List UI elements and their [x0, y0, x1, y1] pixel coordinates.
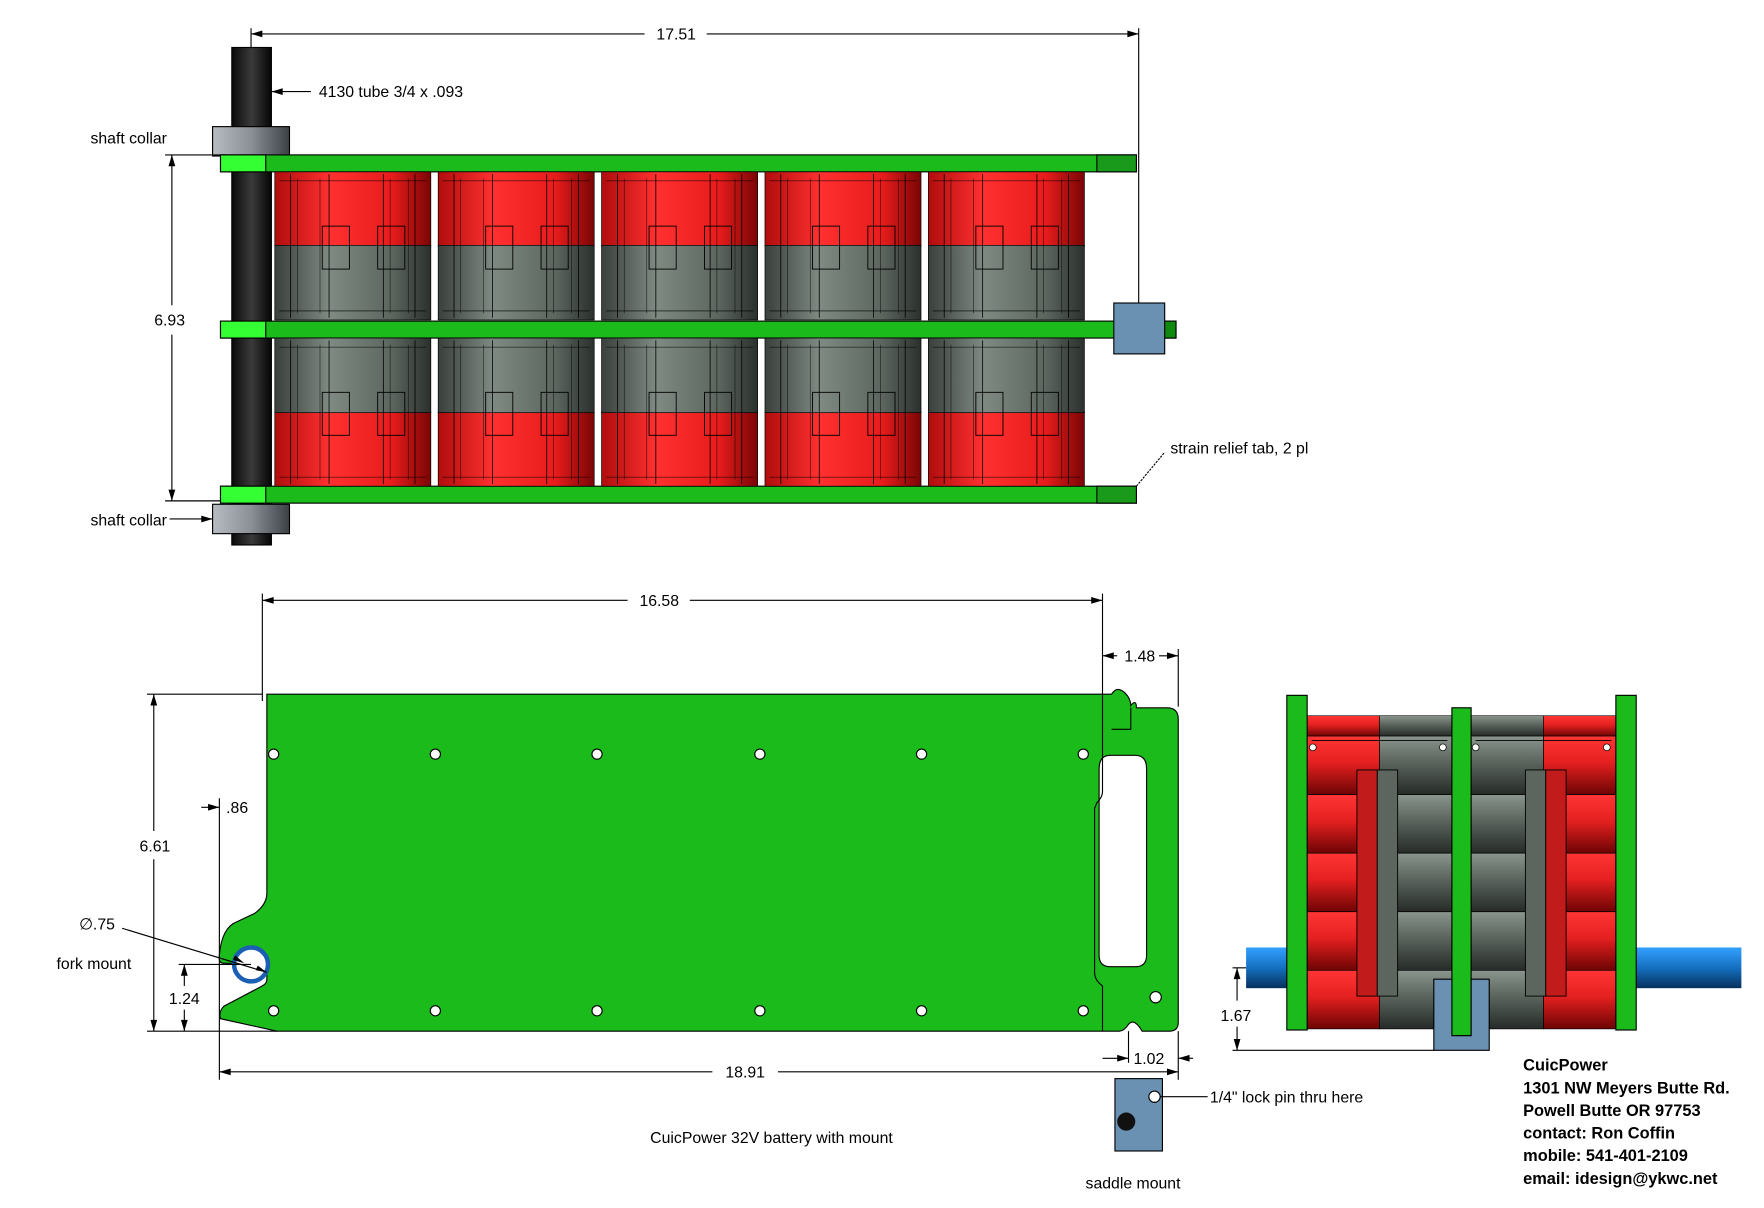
mounting-hole [915, 748, 928, 760]
cell-module [928, 171, 1085, 321]
dim-6-93: 6.93 [154, 313, 185, 330]
cell-module [274, 171, 432, 321]
axle-right [1635, 947, 1742, 989]
dim-18-91: 18.91 [725, 1064, 765, 1081]
dim-1-24: 1.24 [169, 991, 200, 1008]
tube-label: 4130 tube 3/4 x .093 [319, 84, 463, 101]
end-plate-right [1615, 694, 1637, 1031]
saddle-mount-label: saddle mount [1086, 1175, 1182, 1192]
dimension-overall-length-top: 17.51 [250, 27, 1140, 328]
dimension-plate-length: 16.58 [261, 593, 1104, 701]
dimension-fork-height: 1.24 [169, 963, 252, 1032]
contact-block: CuicPower 1301 NW Meyers Butte Rd. Powel… [1523, 1057, 1730, 1188]
saddle-bore [1117, 1112, 1136, 1131]
saddle-mount: 1/4" lock pin thru here saddle mount [1086, 1078, 1363, 1192]
mounting-hole [591, 748, 603, 760]
dim-16-58: 16.58 [639, 593, 679, 610]
contact-name: contact: Ron Coffin [1523, 1125, 1675, 1143]
bottom-plate [219, 485, 1137, 504]
dimension-lock-pin: 1.02 [1102, 1031, 1193, 1068]
shaft-collar-bottom [212, 503, 291, 535]
strain-relief-callout: strain relief tab, 2 pl [1135, 440, 1308, 487]
cell-module [764, 171, 922, 321]
shaft-collar-top-label: shaft collar [90, 131, 166, 148]
top-plate [219, 154, 1137, 173]
city-line: Powell Butte OR 97753 [1523, 1102, 1700, 1120]
mounting-hole [429, 1005, 441, 1017]
mounting-hole [429, 748, 441, 760]
caption: CuicPower 32V battery with mount [650, 1130, 893, 1147]
dimension-notch: .86 [201, 798, 248, 1080]
dimension-height-side: 6.61 [140, 693, 278, 1032]
mobile-number: mobile: 541-401-2109 [1523, 1147, 1688, 1165]
shaft-collar-top [212, 126, 291, 157]
cell-modules-top-view [274, 171, 1085, 487]
fork-diameter-callout: ∅.75 fork mount [57, 916, 268, 973]
dim-fork-diameter: ∅.75 [79, 916, 115, 933]
end-view-cells [1306, 715, 1617, 1030]
saddle-mount-end-view [1433, 978, 1490, 1051]
dimension-axle-height: 1.67 [1221, 967, 1434, 1051]
dimension-tab: 1.48 [1102, 648, 1179, 707]
cell-cap [1470, 715, 1544, 737]
side-view: 16.58 1.48 6.61 [57, 593, 1364, 1192]
mounting-hole [591, 1005, 603, 1017]
mounting-hole [267, 1005, 280, 1017]
lock-pin-hole [1149, 991, 1162, 1004]
end-plate-center [1451, 707, 1472, 1037]
email-address: email: idesign@ykwc.net [1523, 1170, 1718, 1188]
cell-cap [1306, 715, 1380, 737]
bus-bar [1356, 769, 1378, 997]
end-plate-left [1286, 694, 1308, 1031]
strain-relief-label: strain relief tab, 2 pl [1170, 440, 1308, 457]
cell-module [274, 337, 432, 487]
fork-mount-label: fork mount [57, 956, 132, 973]
mounting-hole [1077, 1005, 1089, 1017]
dim-17-51: 17.51 [656, 27, 696, 44]
mounting-hole [267, 748, 280, 760]
dim-1-67: 1.67 [1221, 1008, 1252, 1025]
mounting-hole [754, 748, 766, 760]
shaft-collar-bottom-callout: shaft collar [90, 513, 213, 530]
cell-module [928, 337, 1085, 487]
bus-bar [1545, 769, 1567, 997]
side-plate [218, 688, 1179, 1032]
handle-slot [1098, 754, 1148, 968]
bus-bar [1376, 769, 1399, 997]
cell-module [601, 171, 758, 321]
saddle-mount-top-view [1113, 302, 1166, 355]
mounting-holes [267, 748, 1089, 1017]
cell-module [601, 337, 758, 487]
dim-0-86: .86 [226, 800, 248, 817]
mounting-hole [1077, 748, 1089, 760]
address-line: 1301 NW Meyers Butte Rd. [1523, 1079, 1730, 1097]
mounting-hole [915, 1005, 928, 1017]
cell-module [764, 337, 922, 487]
mounting-hole [754, 1005, 766, 1017]
dim-1-48: 1.48 [1124, 648, 1155, 665]
tube-callout: 4130 tube 3/4 x .093 [271, 84, 463, 101]
end-view: 1.67 [1221, 694, 1742, 1051]
bus-bar [1524, 769, 1547, 997]
top-view: 17.51 4130 tube 3/4 x .093 shaft collar … [90, 27, 1308, 546]
lock-pin-label: 1/4" lock pin thru here [1210, 1089, 1363, 1106]
shaft-collar-bottom-label: shaft collar [90, 513, 166, 530]
cell-cap [1379, 715, 1453, 737]
tube-4130 [231, 46, 272, 546]
cell-module [437, 337, 595, 487]
cell-module [437, 171, 595, 321]
dim-6-61: 6.61 [140, 838, 171, 855]
lock-pin-hole-saddle [1148, 1090, 1161, 1103]
middle-plate [219, 320, 1177, 339]
axle-left [1246, 947, 1292, 989]
dimension-height-top: 6.93 [154, 154, 227, 502]
dim-1-02: 1.02 [1133, 1051, 1164, 1068]
cell-cap [1543, 715, 1617, 737]
dimension-overall-length-side: 18.91 [219, 1031, 1179, 1081]
company-name: CuicPower [1523, 1057, 1608, 1075]
